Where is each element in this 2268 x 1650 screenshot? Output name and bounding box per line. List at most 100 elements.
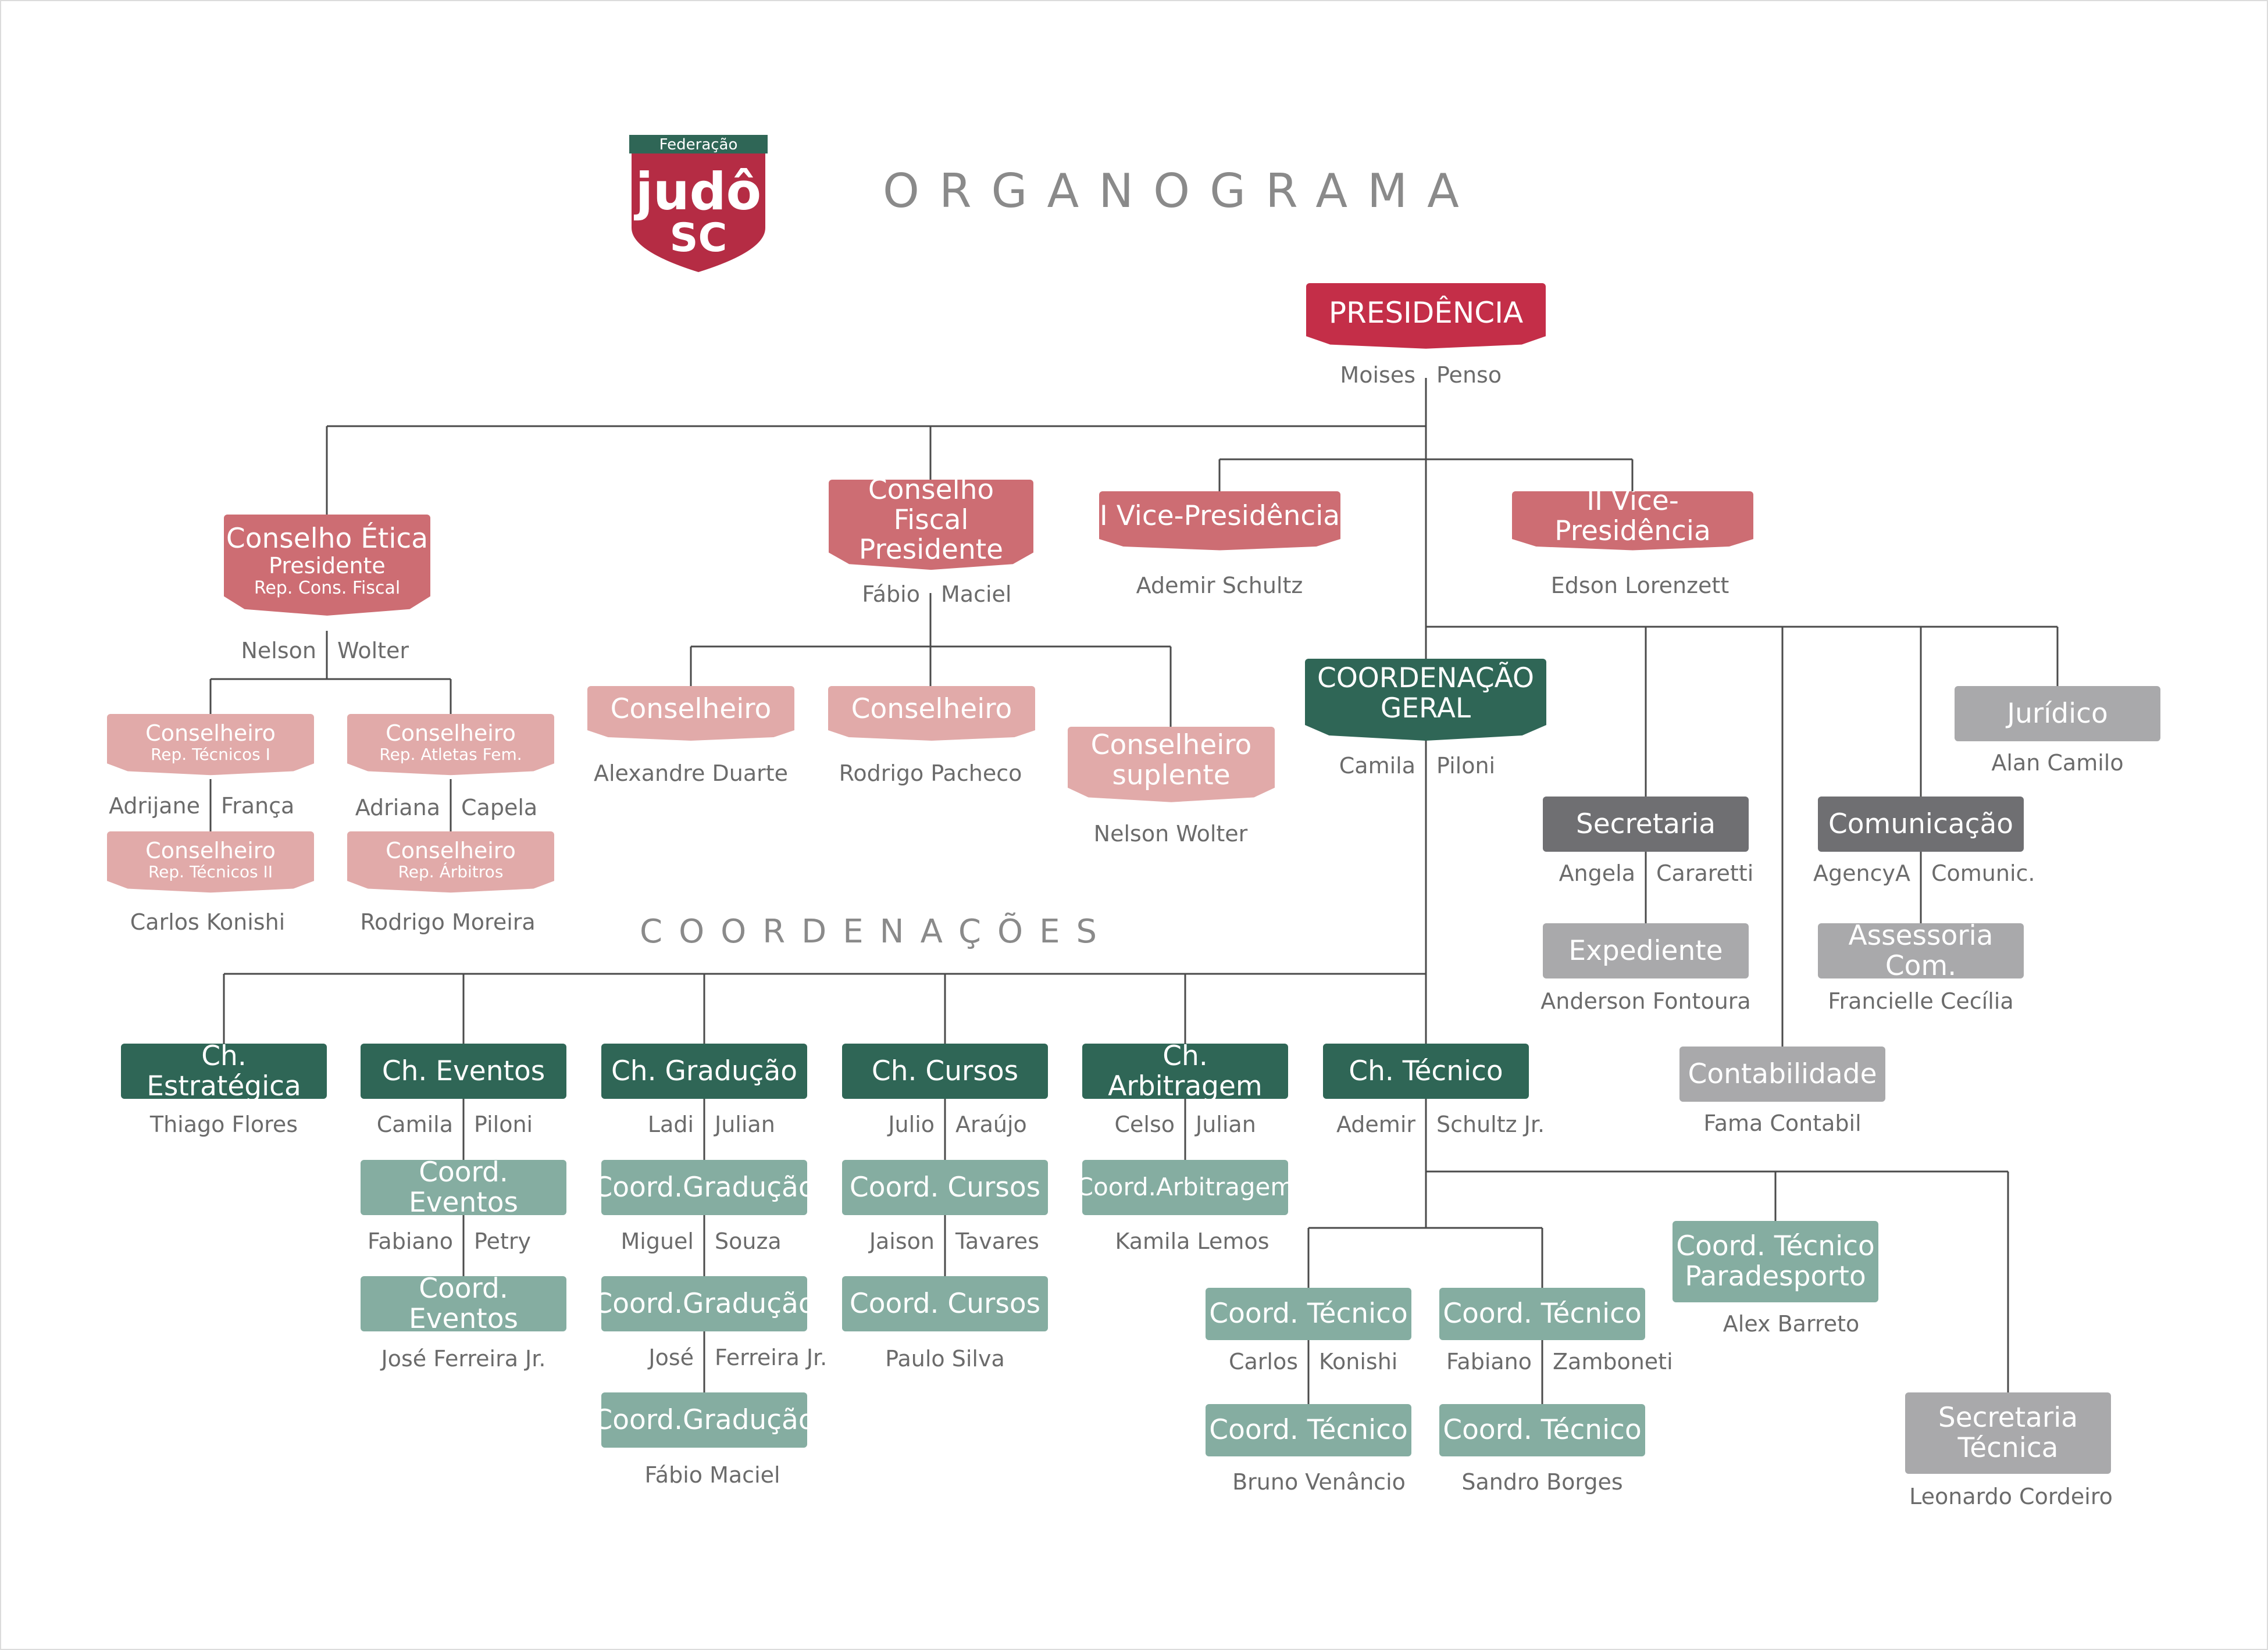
conselheiro-label: Conselheiro [145, 720, 276, 746]
coord-tec4-name: Sandro Borges [1461, 1469, 1623, 1495]
coord-tec3-name-last: Zamboneti [1553, 1349, 1673, 1374]
conselho-fiscal-name-first: Fábio [862, 581, 920, 607]
coord-grad1-name-first: Miguel [621, 1228, 694, 1254]
coord-grad2-name-last: Ferreira Jr. [715, 1345, 828, 1370]
juridico-label: Jurídico [2007, 697, 2108, 730]
coord-cursos-2-box: Coord. Cursos [842, 1276, 1048, 1331]
coord-graducao-1-box: Coord.Gradução [593, 1160, 815, 1215]
coord-graducao-2-box: Coord.Gradução [593, 1276, 815, 1331]
ch-cursos-box: Ch. Cursos [842, 1044, 1048, 1099]
conselheiro-label: Conselheiro [386, 837, 516, 863]
conselheiro-rep-tecnicos-1-box: Conselheiro Rep. Técnicos I [107, 714, 314, 776]
assessoria-label: Assessoria Com. [1848, 919, 1994, 982]
coord-tec1-name-last: Konishi [1319, 1349, 1398, 1374]
presidencia-name-last: Penso [1436, 362, 1502, 388]
secretaria-tecnica-line2: Técnica [1957, 1432, 2059, 1464]
conselheiro-rep-atletas-box: Conselheiro Rep. Atletas Fem. [347, 714, 554, 776]
coord-tec3-name-first: Fabiano [1446, 1349, 1532, 1374]
coord-graducao-label: Coord.Gradução [593, 1403, 815, 1436]
coord-tecnico-label: Coord. Técnico [1209, 1298, 1408, 1330]
presidencia-name-first: Moises [1340, 362, 1415, 388]
vice-presidencia-2-box: II Vice-Presidência [1512, 491, 1753, 551]
coord-eventos-2-box: Coord. Eventos [361, 1272, 566, 1335]
ch-cursos-name-first: Julio [888, 1112, 935, 1137]
ch-tecnico-label: Ch. Técnico [1349, 1055, 1503, 1087]
conselheiro-suplente-box: Conselheiro suplente [1068, 727, 1275, 802]
conselheiro-tec2-name: Carlos Konishi [130, 909, 286, 935]
comunicacao-label: Comunicação [1828, 808, 2014, 840]
conselho-etica-box: Conselho Ética Presidente Rep. Cons. Fis… [224, 515, 430, 616]
ch-tecnico-name-first: Ademir [1336, 1112, 1415, 1137]
expediente-label: Expediente [1568, 934, 1723, 967]
federacao-judo-logo: Federação judô SC [629, 135, 768, 272]
comunicacao-box: Comunicação [1818, 797, 2024, 852]
conselheiro-suplente-line2: suplente [1112, 759, 1231, 791]
ch-estrategica-name: Thiago Flores [149, 1112, 298, 1137]
coord-eventos1-name-last: Petry [474, 1228, 531, 1254]
coord-tec-para-line1: Coord. Técnico [1676, 1230, 1875, 1263]
coord-eventos2-name: José Ferreira Jr. [381, 1346, 546, 1372]
coordenacao-geral-box: COORDENAÇÃO GERAL [1305, 659, 1546, 741]
ch-tecnico-name-last: Schultz Jr. [1436, 1112, 1545, 1137]
ch-cursos-name-last: Araújo [955, 1112, 1027, 1137]
contabilidade-name: Fama Contabil [1703, 1110, 1862, 1136]
coord-cursos-label: Coord. Cursos [849, 1171, 1041, 1203]
ch-eventos-label: Ch. Eventos [381, 1055, 545, 1087]
comunicacao-name-first: AgencyA [1813, 860, 1910, 886]
conselheiro-label: Conselheiro [386, 720, 516, 746]
coord-arbitragem-label: Coord.Arbitragem [1076, 1173, 1295, 1202]
ch-arbitragem-name-last: Julian [1196, 1112, 1256, 1137]
ch-estrategica-box: Ch. Estratégica [121, 1040, 327, 1102]
expediente-box: Expediente [1543, 923, 1749, 978]
coord-geral-name-last: Piloni [1436, 753, 1496, 778]
expediente-name: Anderson Fontoura [1540, 988, 1751, 1014]
coord-tec1-name-first: Carlos [1228, 1349, 1298, 1374]
juridico-name: Alan Camilo [1991, 750, 2124, 776]
coord-eventos-1-box: Coord. Eventos [361, 1157, 566, 1217]
coord-arbitragem-name: Kamila Lemos [1115, 1228, 1269, 1254]
conselheiro-rep: Rep. Atletas Fem. [379, 744, 522, 764]
coord-eventos-label: Coord. Eventos [409, 1272, 518, 1335]
ch-arbitragem-name-first: Celso [1114, 1112, 1175, 1137]
conselheiro-rep-arbitros-box: Conselheiro Rep. Árbitros [347, 831, 554, 893]
comunicacao-name-last: Comunic. [1931, 860, 2035, 886]
conselheiro-tec1-name-first: Adrijane [109, 793, 200, 819]
ch-arbitragem-box: Ch. Arbitragem [1082, 1041, 1288, 1101]
ch-graducao-label: Ch. Gradução [611, 1055, 798, 1087]
coord-geral-name-first: Camila [1339, 753, 1415, 778]
ch-estrategica-label: Ch. Estratégica [147, 1040, 301, 1102]
conselho-etica-rep: Rep. Cons. Fiscal [254, 577, 401, 598]
ch-cursos-label: Ch. Cursos [871, 1055, 1019, 1087]
vice1-label: I Vice-Presidência [1099, 500, 1340, 533]
coord-tecnico-3-box: Coord. Técnico [1439, 1288, 1645, 1340]
coord-cursos-label: Coord. Cursos [849, 1287, 1041, 1320]
coord-tecnico-1-box: Coord. Técnico [1206, 1288, 1411, 1340]
section-heading-coordenacoes: COORDENAÇÕES [640, 913, 1113, 951]
coord-tecnico-2-box: Coord. Técnico [1206, 1404, 1411, 1456]
coord-grad1-name-last: Souza [715, 1228, 782, 1254]
conselho-fiscal-title: Conselho Fiscal [868, 473, 994, 536]
conselheiro-label: Conselheiro [851, 693, 1012, 726]
conselheiro-suplente-line1: Conselheiro [1090, 729, 1252, 762]
conselheiro-rep: Rep. Técnicos I [151, 744, 270, 764]
presidencia-box: PRESIDÊNCIA [1306, 283, 1546, 349]
juridico-box: Jurídico [1955, 686, 2160, 741]
ch-eventos-box: Ch. Eventos [361, 1044, 566, 1099]
assessoria-name: Francielle Cecília [1828, 988, 2014, 1014]
conselheiro-rep: Rep. Técnicos II [148, 862, 273, 881]
conselheiro-rep: Rep. Árbitros [398, 862, 504, 881]
coord-tecnico-4-box: Coord. Técnico [1439, 1404, 1645, 1456]
svg-text:judô: judô [634, 162, 761, 222]
coord-tecnico-label: Coord. Técnico [1209, 1414, 1408, 1447]
coord-cursos-1-box: Coord. Cursos [842, 1160, 1048, 1215]
conselho-fiscal-role: Presidente [858, 534, 1004, 566]
coord-graducao-3-box: Coord.Gradução [593, 1392, 815, 1448]
ch-graducao-box: Ch. Gradução [601, 1044, 807, 1099]
conselho-etica-name-last: Wolter [337, 638, 409, 663]
coord-arbitragem-box: Coord.Arbitragem [1076, 1160, 1294, 1215]
page-title: ORGANOGRAMA [883, 164, 1479, 218]
vice2-label: II Vice-Presidência [1554, 485, 1711, 547]
conselho-etica-name-first: Nelson [241, 638, 317, 663]
